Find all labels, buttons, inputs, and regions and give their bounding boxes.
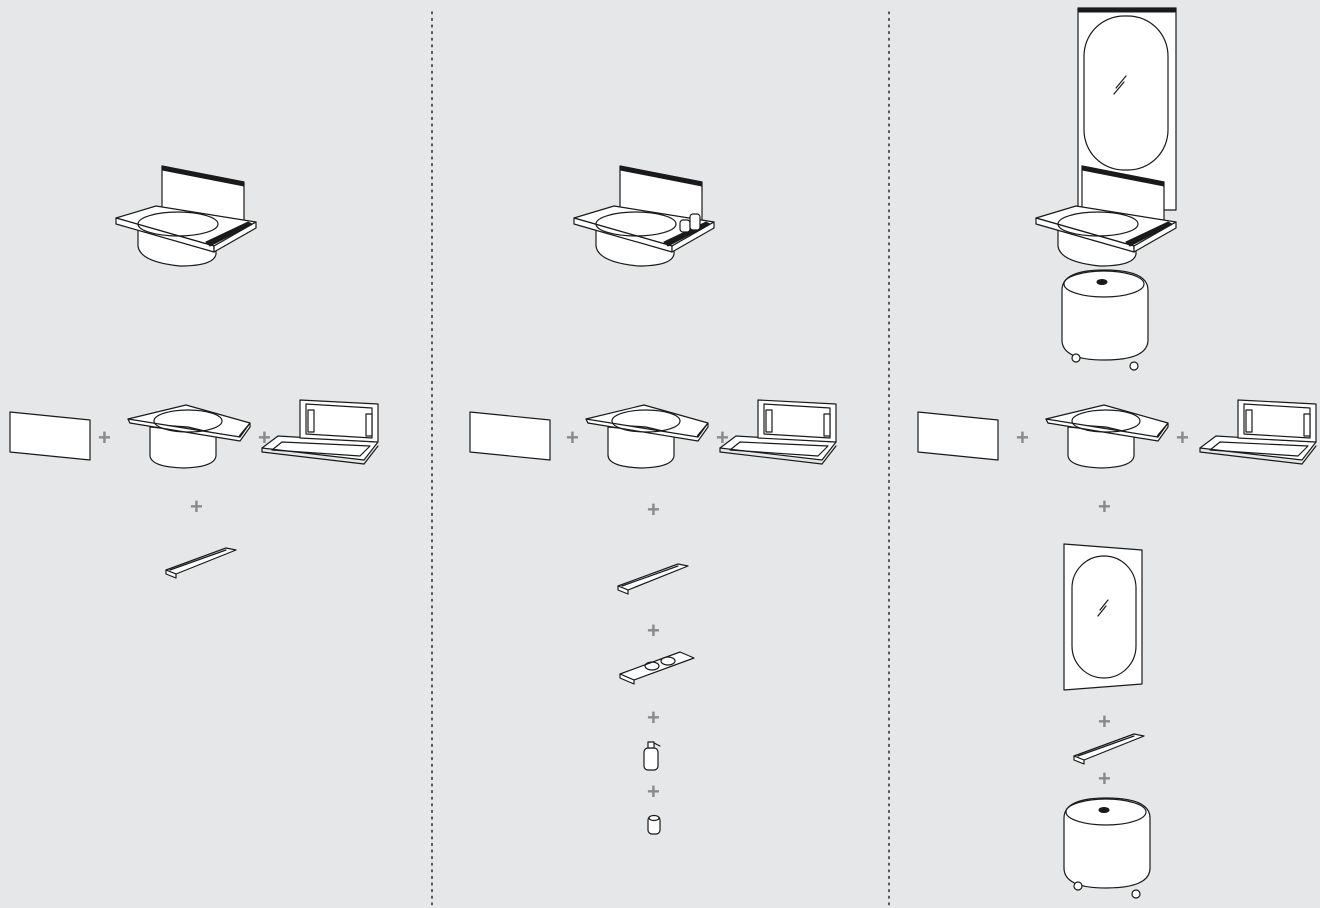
plus-sign: +	[1098, 709, 1111, 734]
basin-3	[1046, 405, 1168, 468]
basin-2	[586, 405, 708, 468]
column-2: + + + + + +	[470, 166, 836, 834]
plus-sign: +	[98, 425, 111, 450]
wall-frame-3	[1200, 400, 1316, 464]
plus-sign: +	[647, 705, 660, 730]
tumbler-on-basin	[680, 220, 690, 232]
laundry-bin	[1064, 798, 1150, 898]
accessory-tray	[620, 652, 694, 684]
wall-frame-2	[720, 400, 836, 464]
laundry-bin-assembled	[1062, 270, 1148, 370]
tumbler	[648, 816, 660, 835]
plus-sign: +	[647, 497, 660, 522]
shelf-3	[1074, 734, 1144, 764]
plus-sign: +	[190, 494, 203, 519]
plus-sign: +	[647, 618, 660, 643]
dispenser-on-basin	[690, 214, 700, 230]
assembled-washbasin-3	[1036, 166, 1176, 266]
column-3: + + + + +	[918, 8, 1316, 898]
column-1: + + +	[10, 166, 378, 578]
backsplash-panel-3	[918, 412, 998, 460]
soap-dispenser	[644, 742, 660, 770]
backsplash-panel-1	[10, 412, 90, 460]
basin-1	[128, 405, 250, 468]
plus-sign: +	[1016, 425, 1029, 450]
mirror	[1064, 544, 1142, 690]
plus-sign: +	[647, 779, 660, 804]
plus-sign: +	[1098, 494, 1111, 519]
backsplash-panel-2	[470, 412, 550, 460]
plus-sign: +	[1176, 425, 1189, 450]
mirror-assembled	[1084, 16, 1168, 170]
plus-sign: +	[1098, 766, 1111, 791]
shelf-2	[618, 564, 688, 594]
wall-frame-1	[262, 400, 378, 464]
plus-sign: +	[566, 425, 579, 450]
assembled-washbasin-1	[116, 166, 256, 266]
shelf-1	[166, 548, 236, 578]
